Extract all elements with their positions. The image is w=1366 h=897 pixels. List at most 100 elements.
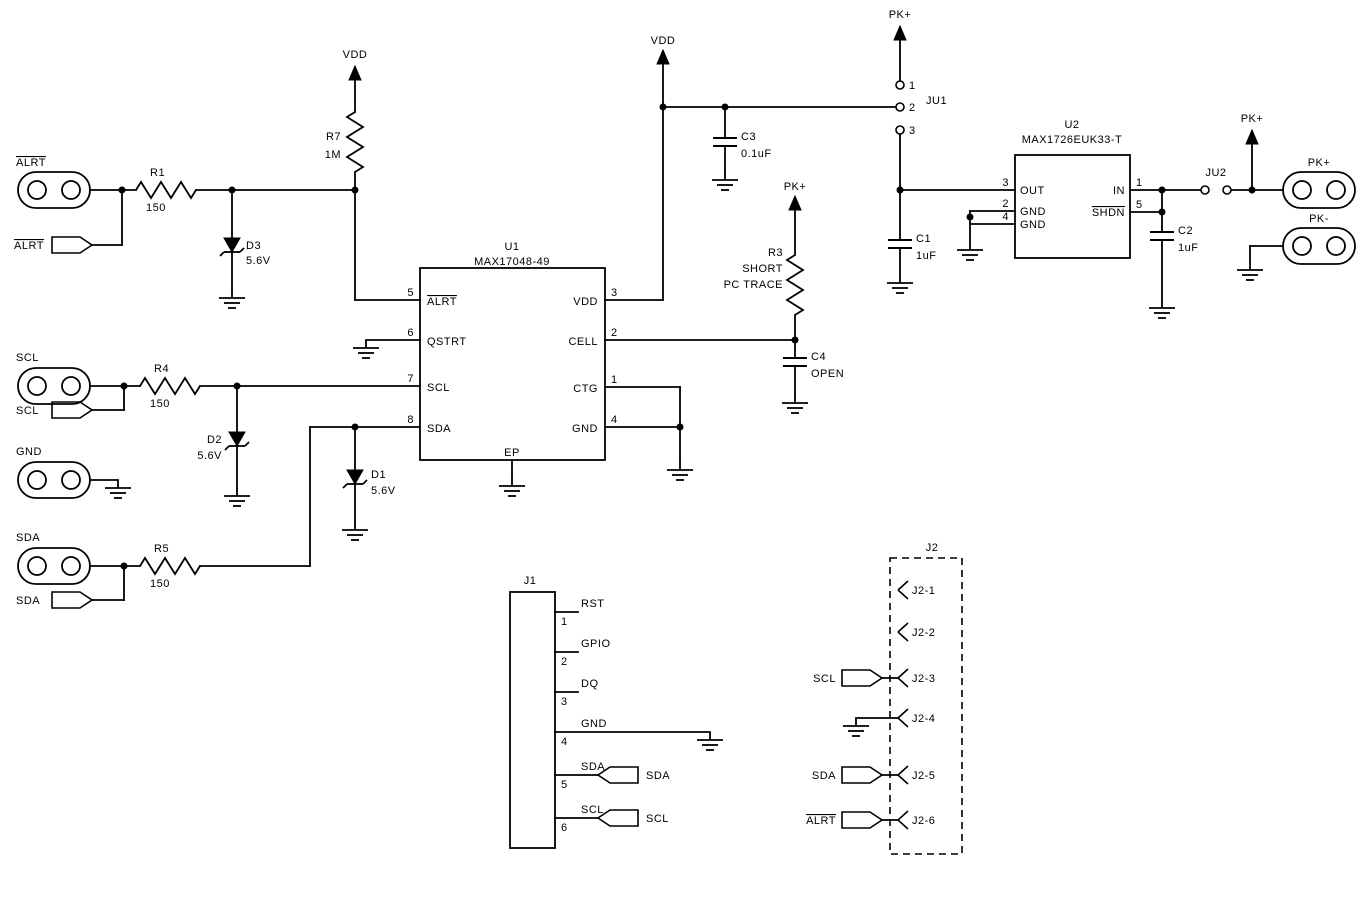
net-tag-icon: [841, 811, 883, 829]
u1-ep-label: EP: [504, 447, 520, 459]
connector-pin-icon: [897, 810, 909, 830]
resistor-icon: [786, 254, 804, 316]
pad-scl-label: SCL: [16, 352, 39, 364]
junction-dot: [659, 103, 667, 111]
resistor-icon: [139, 557, 201, 575]
junction-dot: [120, 562, 128, 570]
u1-ref: U1: [504, 241, 519, 253]
pad-pk-minus-label: PK-: [1309, 213, 1329, 225]
pk-plus-arrow-icon: [788, 195, 802, 211]
ground-icon: [842, 717, 870, 737]
u2-ref: U2: [1064, 119, 1079, 131]
ju1-pin3-num: 3: [909, 125, 916, 137]
capacitor-c2: C2 1uF: [1149, 225, 1198, 254]
j1-pin6-num: 6: [561, 822, 568, 834]
vdd-label: VDD: [651, 35, 676, 47]
u2-pin1-name: IN: [1113, 185, 1125, 197]
pad-sda: SDA: [16, 532, 91, 585]
vdd-arrow-icon: [348, 65, 362, 81]
j2-ref: J2: [926, 542, 939, 554]
c4-value: OPEN: [811, 368, 844, 380]
ground-icon: [886, 274, 914, 294]
ground-icon: [223, 487, 251, 507]
junction-dot: [351, 423, 359, 431]
pad-alrt: ALRT: [16, 157, 91, 209]
u1-pin1-num: 1: [611, 374, 618, 386]
oval-pad-icon: [17, 367, 91, 405]
ground-icon: [1148, 299, 1176, 319]
c3-ref: C3: [741, 131, 756, 143]
capacitor-c3: C3 0.1uF: [712, 131, 771, 160]
j1-pin2-num: 2: [561, 656, 568, 668]
wires: [89, 39, 1284, 821]
r3-ref: R3: [768, 247, 783, 259]
u1-pin6-name: QSTRT: [427, 336, 467, 348]
j2-pin5-label: J2-5: [912, 770, 935, 782]
j2-pin2-label: J2-2: [912, 627, 935, 639]
capacitor-c4: C4 OPEN: [782, 351, 844, 380]
tag-sda-label: SDA: [16, 595, 40, 607]
j1-pin4-num: 4: [561, 736, 568, 748]
j1-pin4-name: GND: [581, 718, 607, 730]
j1-pin6-name: SCL: [581, 804, 604, 816]
pad-pk-minus: PK-: [1282, 213, 1356, 265]
jumper-pin-icon: [1222, 185, 1232, 195]
ic-u2: U2 MAX1726EUK33-T 3 2 4 OUT GND GND 1 5 …: [1002, 119, 1142, 259]
capacitor-c1: C1 1uF: [887, 233, 936, 262]
c1-value: 1uF: [916, 250, 936, 262]
junction-dot: [228, 186, 236, 194]
resistor-icon: [135, 181, 197, 199]
resistor-r1: R1 150: [135, 167, 197, 214]
tag-alrt-label: ALRT: [14, 240, 44, 252]
ju1-ref: JU1: [926, 95, 947, 107]
net-tag-icon: [841, 669, 883, 687]
j1-tag-sda-label: SDA: [646, 770, 670, 782]
ju1-pin2-num: 2: [909, 102, 916, 114]
net-tag-icon: [51, 591, 93, 609]
pad-scl: SCL: [16, 352, 91, 405]
connector-pin-icon: [897, 668, 909, 688]
d2-ref: D2: [207, 434, 222, 446]
u1-pin2-name: CELL: [568, 336, 598, 348]
j2-pin6-label: J2-6: [912, 815, 935, 827]
pk-plus-label: PK+: [889, 9, 912, 21]
power-symbols: VDD VDD PK+ PK+ PK+: [343, 9, 1264, 211]
jumper-pin-icon: [895, 80, 905, 90]
diode-d2: D2 5.6V: [197, 431, 250, 462]
r5-value: 150: [150, 578, 170, 590]
junction-dot: [351, 186, 359, 194]
junction-dot: [966, 213, 974, 221]
vdd-arrow-icon: [656, 49, 670, 65]
jumper-pin-icon: [895, 102, 905, 112]
j1-pin5-num: 5: [561, 779, 568, 791]
ground-icon: [104, 479, 132, 499]
connector-pin-icon: [897, 765, 909, 785]
j2-tag-sda-label: SDA: [812, 770, 836, 782]
resistor-icon: [139, 377, 201, 395]
r1-value: 150: [146, 202, 166, 214]
j1-ref: J1: [524, 575, 537, 587]
u2-pin3-name: OUT: [1020, 185, 1045, 197]
pad-sda-label: SDA: [16, 532, 40, 544]
j1-tag-scl-label: SCL: [646, 813, 669, 825]
pad-alrt-label: ALRT: [16, 157, 46, 169]
u1-pin8-name: SDA: [427, 423, 451, 435]
j1-pin5-name: SDA: [581, 761, 605, 773]
r4-ref: R4: [154, 363, 169, 375]
pk-plus-arrow-icon: [1245, 129, 1259, 145]
j2-tag-alrt-label: ALRT: [806, 815, 836, 827]
junction-dot: [1248, 186, 1256, 194]
c2-ref: C2: [1178, 225, 1193, 237]
connector-j2: J2 J2-1 J2-2 J2-3 J2-4 J2-5 J2-6 SCL SDA…: [806, 542, 963, 855]
net-tag-icon: [597, 809, 639, 827]
pk-plus-label: PK+: [1241, 113, 1264, 125]
pk-plus-arrow-icon: [893, 25, 907, 41]
r4-value: 150: [150, 398, 170, 410]
u2-pin4-name: GND: [1020, 219, 1046, 231]
resistor-r3: R3 SHORT PC TRACE: [724, 247, 804, 316]
oval-pad-icon: [1282, 227, 1356, 265]
pad-pk-plus-label: PK+: [1308, 157, 1331, 169]
jumper-ju1: 1 2 3 JU1: [895, 80, 947, 137]
r3-value-line2: PC TRACE: [724, 279, 783, 291]
